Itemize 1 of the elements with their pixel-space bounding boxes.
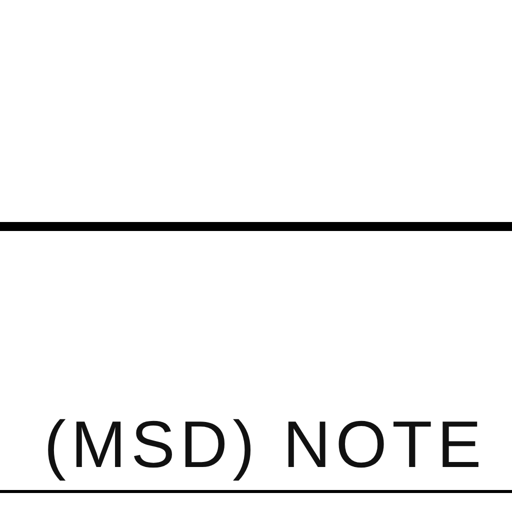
note-heading: (MSD) NOTE [44, 406, 486, 483]
